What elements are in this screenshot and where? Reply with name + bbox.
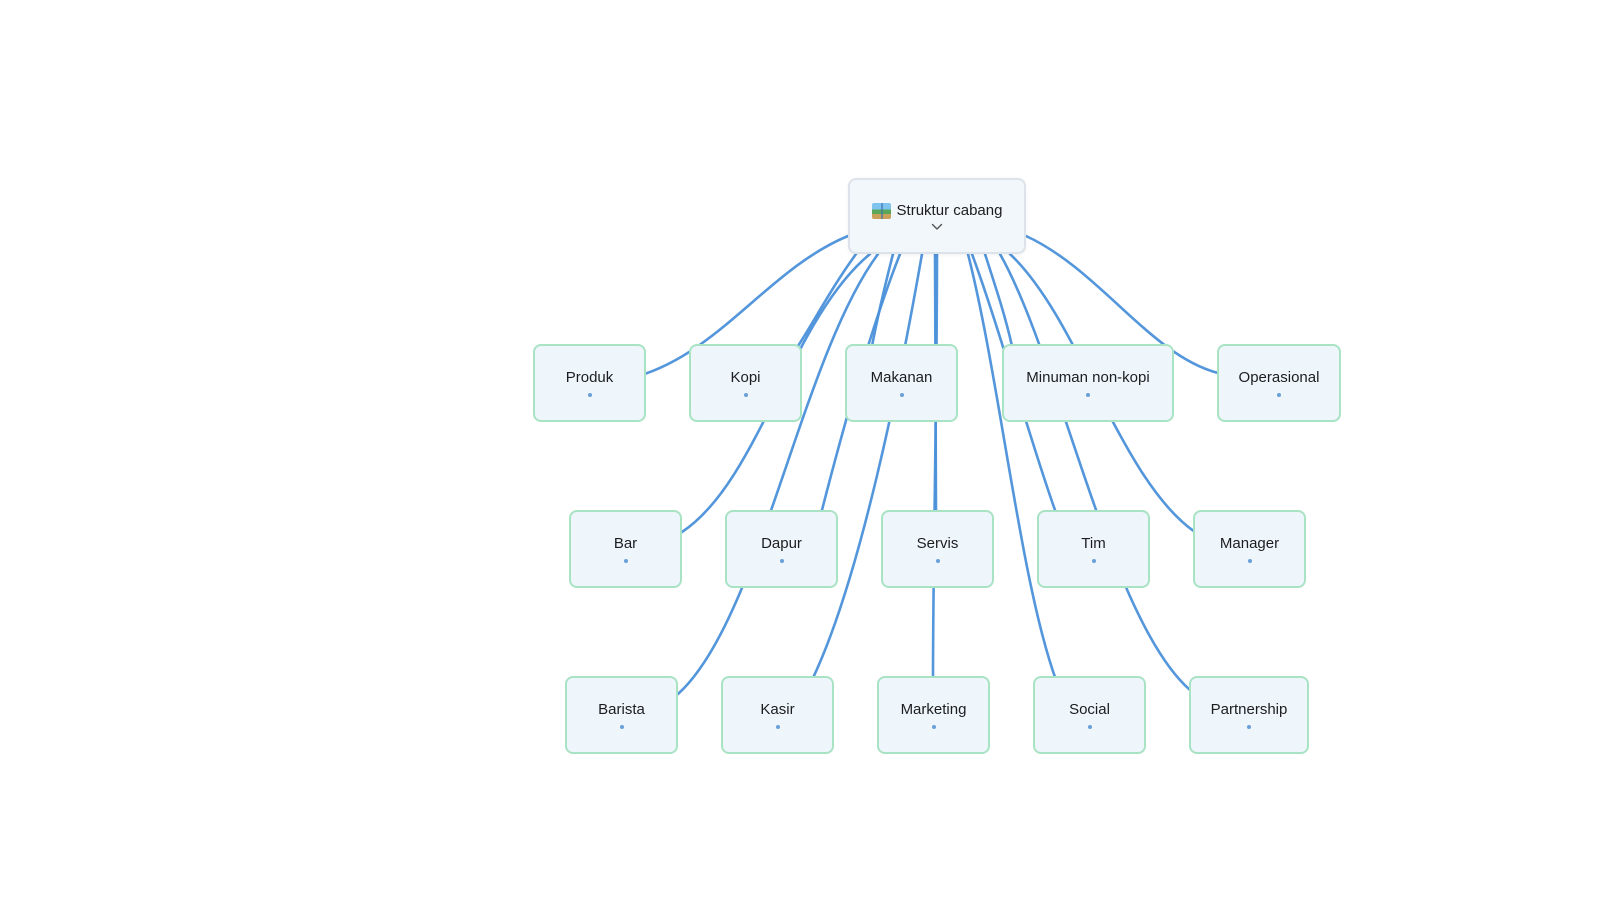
edge-barista	[676, 252, 880, 696]
node-handle-dot[interactable]	[931, 725, 936, 729]
node-label: Tim	[1081, 535, 1106, 552]
edge-minuman	[983, 252, 1014, 348]
node-label: Partnership	[1210, 701, 1288, 718]
node-label: Bar	[613, 535, 638, 552]
node-tim[interactable]: Tim	[1037, 510, 1150, 588]
node-marketing[interactable]: Marketing	[877, 676, 990, 754]
node-handle-dot[interactable]	[1247, 559, 1252, 563]
node-label: Barista	[598, 701, 645, 718]
node-handle-dot[interactable]	[1086, 393, 1090, 397]
node-handle-dot[interactable]	[779, 559, 784, 563]
node-barista[interactable]: Barista	[565, 676, 678, 754]
node-servis[interactable]: Servis	[881, 510, 994, 588]
node-handle-dot[interactable]	[1087, 725, 1092, 729]
node-label: Kopi	[730, 369, 761, 386]
node-label: Operasional	[1238, 369, 1320, 386]
edge-partnership	[998, 252, 1192, 692]
node-handle-dot[interactable]	[619, 725, 624, 729]
edge-kasir	[810, 252, 924, 682]
node-handle-dot[interactable]	[1247, 725, 1251, 729]
node-produk[interactable]: Produk	[533, 344, 646, 422]
edge-kopi	[796, 252, 858, 348]
node-label: Manager	[1219, 535, 1280, 552]
node-partnership[interactable]: Partnership	[1189, 676, 1309, 754]
node-handle-dot[interactable]	[1277, 393, 1281, 397]
node-handle-dot[interactable]	[587, 393, 592, 397]
edge-social	[966, 252, 1058, 682]
node-label: Servis	[916, 535, 959, 552]
edge-makanan	[870, 252, 895, 348]
node-label: Minuman non-kopi	[1026, 369, 1150, 386]
node-kasir[interactable]: Kasir	[721, 676, 834, 754]
node-handle-dot[interactable]	[1091, 559, 1096, 563]
node-handle-dot[interactable]	[623, 559, 628, 563]
node-operasional[interactable]: Operasional	[1217, 344, 1341, 422]
node-handle-dot[interactable]	[743, 393, 748, 397]
node-label: Makanan	[870, 369, 933, 386]
edge-marketing	[931, 252, 939, 682]
root-node-header: Struktur cabang	[871, 201, 1003, 220]
node-handle-dot[interactable]	[775, 725, 780, 729]
node-kopi[interactable]: Kopi	[689, 344, 802, 422]
root-node-label: Struktur cabang	[896, 201, 1003, 219]
node-bar[interactable]: Bar	[569, 510, 682, 588]
node-dapur[interactable]: Dapur	[725, 510, 838, 588]
root-node[interactable]: Struktur cabang	[848, 178, 1026, 254]
node-label: Kasir	[760, 701, 795, 718]
node-label: Social	[1069, 701, 1110, 718]
node-label: Marketing	[900, 701, 967, 718]
node-label: Dapur	[761, 535, 802, 552]
node-handle-dot[interactable]	[935, 559, 940, 563]
node-social[interactable]: Social	[1033, 676, 1146, 754]
node-makanan[interactable]: Makanan	[845, 344, 958, 422]
node-minuman-non-kopi[interactable]: Minuman non-kopi	[1002, 344, 1174, 422]
node-manager[interactable]: Manager	[1193, 510, 1306, 588]
node-handle-dot[interactable]	[899, 393, 904, 397]
world-map-icon	[871, 202, 891, 219]
node-label: Produk	[565, 369, 614, 386]
chevron-down-icon[interactable]	[931, 223, 943, 231]
